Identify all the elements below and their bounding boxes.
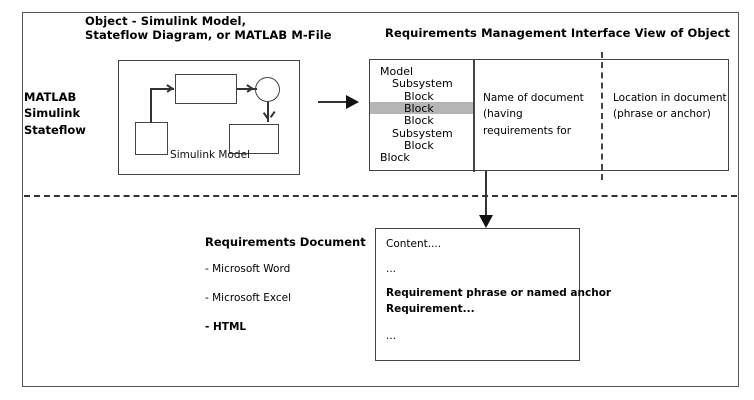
tree-item-label: Subsystem bbox=[392, 77, 453, 91]
tree-item-block-5[interactable]: Block bbox=[370, 151, 473, 165]
object-heading-line2: Stateflow Diagram, or MATLAB M-File bbox=[85, 28, 332, 43]
tree-item-block-3[interactable]: Block bbox=[370, 114, 473, 128]
rmi-location-column: Location in document (phrase or anchor) bbox=[613, 90, 728, 123]
model-wire-source-horizontal bbox=[150, 88, 174, 90]
tree-item-block-2-selected[interactable]: Block bbox=[370, 101, 473, 115]
transform-arrow-shaft bbox=[318, 101, 348, 103]
rmi-doc-line2: (having bbox=[483, 108, 523, 121]
doc-content-ellipsis-2: ... bbox=[386, 330, 397, 342]
requirements-document-title: Requirements Document bbox=[205, 235, 366, 249]
model-block-sum bbox=[255, 77, 280, 102]
object-section-heading: Object - Simulink Model,Stateflow Diagra… bbox=[85, 14, 332, 42]
object-heading-line1: Object - Simulink Model, bbox=[85, 14, 247, 28]
rmi-doc-line3: requirements for bbox=[483, 124, 572, 137]
rmi-column-separator-dashed bbox=[601, 52, 603, 180]
rmi-section-heading: Requirements Management Interface View o… bbox=[385, 26, 731, 40]
tree-item-model[interactable]: Model bbox=[370, 65, 473, 78]
document-content-box: Content.... ... Requirement phrase or na… bbox=[375, 228, 611, 361]
requirements-format-word: - Microsoft Word bbox=[205, 263, 291, 275]
product-label-simulink: Simulink bbox=[24, 106, 81, 121]
rmi-column-separator-solid bbox=[473, 60, 475, 172]
model-block-top bbox=[175, 74, 237, 104]
rmi-loc-line2: (phrase or anchor) bbox=[613, 108, 711, 121]
tree-item-block-4[interactable]: Block bbox=[370, 138, 473, 152]
model-block-source bbox=[135, 122, 168, 155]
link-arrow-head bbox=[479, 215, 493, 228]
tree-item-label: Model bbox=[380, 65, 414, 78]
requirements-format-html: - HTML bbox=[205, 321, 247, 333]
tree-item-label: Block bbox=[380, 151, 410, 165]
model-wire-top-to-sum bbox=[237, 88, 257, 90]
model-wire-source-vertical bbox=[150, 89, 152, 123]
simulink-model-caption: Simulink Model bbox=[170, 149, 250, 161]
rmi-doc-line1: Name of document bbox=[483, 92, 584, 104]
doc-content-ellipsis-1: ... bbox=[386, 263, 397, 275]
tree-item-label: Subsystem bbox=[392, 126, 453, 140]
product-label-stateflow: Stateflow bbox=[24, 122, 86, 137]
model-wire-sum-to-sink bbox=[267, 102, 269, 122]
tree-item-block-1[interactable]: Block bbox=[370, 90, 473, 102]
rmi-document-name-column: Name of document (having requirements for bbox=[483, 90, 598, 139]
tree-item-label: Block bbox=[404, 114, 434, 128]
doc-content-line-1: Content.... bbox=[386, 238, 442, 250]
rmi-model-tree: Model Subsystem Block Block Block Subsys… bbox=[370, 65, 473, 164]
simulink-model-box: Simulink Model bbox=[118, 60, 300, 175]
doc-requirement-anchor: Requirement phrase or named anchor bbox=[386, 287, 612, 299]
doc-requirement-text: Requirement... bbox=[386, 303, 475, 315]
product-label-matlab: MATLAB bbox=[24, 90, 77, 104]
section-divider-dashed bbox=[24, 195, 737, 197]
rmi-loc-line1: Location in document bbox=[613, 92, 727, 104]
tree-item-label: Block bbox=[404, 101, 434, 115]
rmi-view-table: Model Subsystem Block Block Block Subsys… bbox=[369, 52, 729, 180]
transform-arrow-head bbox=[346, 95, 359, 109]
tree-item-label: Block bbox=[404, 138, 434, 152]
tree-item-subsystem-1[interactable]: Subsystem bbox=[370, 77, 473, 91]
requirements-format-excel: - Microsoft Excel bbox=[205, 292, 292, 304]
tree-item-label: Block bbox=[404, 89, 434, 103]
model-block-sink bbox=[229, 124, 279, 154]
tree-item-subsystem-2[interactable]: Subsystem bbox=[370, 127, 473, 139]
